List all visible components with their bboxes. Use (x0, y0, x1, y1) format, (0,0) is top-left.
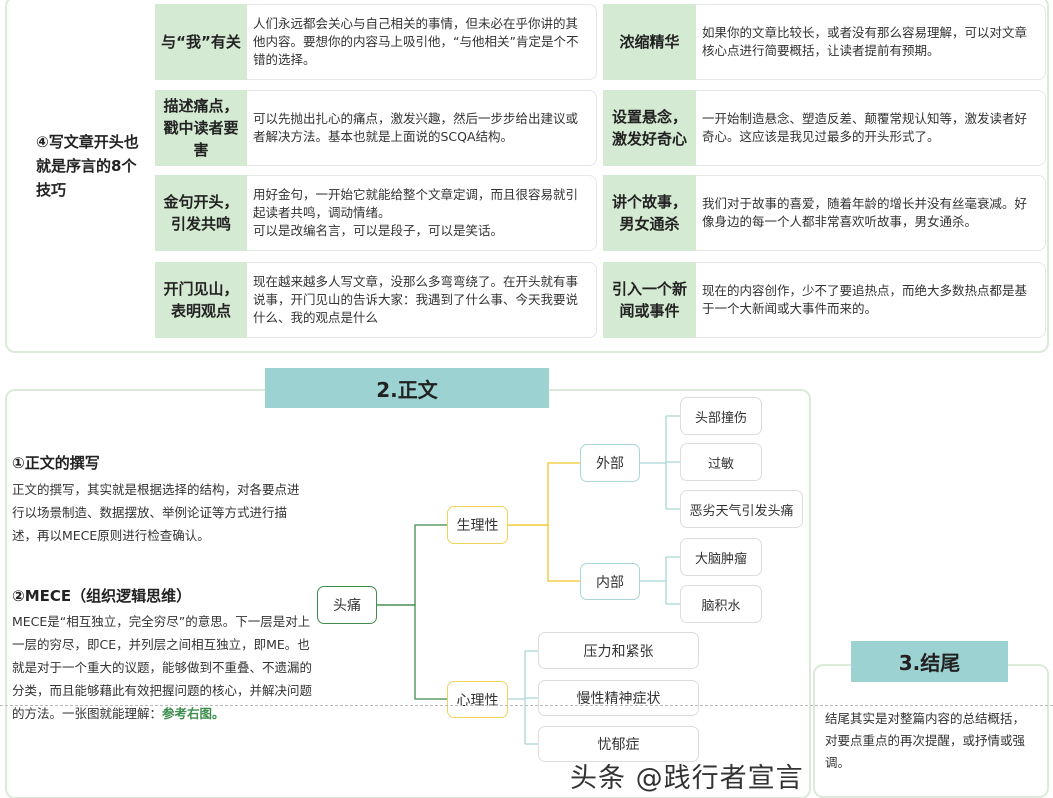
body-writing-heading: ①正文的撰写 (12, 454, 100, 472)
connector-external-leaves (640, 415, 680, 510)
tip-text: 一开始制造悬念、塑造反差、颠覆常规认知等，激发读者好奇心。这应该是我见过最多的开… (696, 90, 1046, 166)
ending-panel (813, 664, 1049, 798)
leaf-head-injury: 头部撞伤 (680, 397, 762, 435)
tip-label: 描述痛点，戳中读者要害 (155, 90, 247, 166)
leaf-hydrocephalus: 脑积水 (680, 585, 762, 623)
body-writing-text: 正文的撰写，其实就是根据选择的结构，对各要点进行以场景制造、数据摆放、举例论证等… (12, 482, 300, 543)
mece-heading: ②MECE（组织逻辑思维） (12, 587, 192, 605)
tip-label: 开门见山，表明观点 (155, 262, 247, 338)
see-right-figure-link: 参考右图。 (162, 706, 225, 721)
connector-root-psych (377, 604, 447, 700)
tip-text: 我们对于故事的喜爱，随着年龄的增长并没有丝毫衰减。好像身边的每一个人都非常喜欢听… (696, 175, 1046, 251)
tip-label: 与“我”有关 (155, 4, 247, 80)
tip-label: 引入一个新闻或事件 (603, 262, 696, 338)
tip-label: 讲个故事，男女通杀 (603, 175, 696, 251)
tip-text: 现在的内容创作，少不了要追热点，而绝大多数热点都是基于一个大新闻或大事件而来的。 (696, 262, 1046, 338)
tip-text: 如果你的文章比较长，或者没有那么容易理解，可以对文章核心点进行简要概括，让读者提… (696, 4, 1046, 80)
connector-physio-internal (508, 524, 580, 582)
connector-psych-leaves (508, 650, 538, 745)
opening-tips-title: ④写文章开头也就是序言的8个技巧 (36, 133, 139, 199)
node-internal: 内部 (580, 563, 640, 600)
connector-internal-leaves (640, 556, 680, 605)
leaf-stress: 压力和紧张 (538, 632, 699, 669)
node-external: 外部 (580, 444, 640, 482)
ending-text: 结尾其实是对整篇内容的总结概括，对要点重点的再次提醒，或抒情或强调。 (825, 711, 1026, 770)
tip-label: 金句开头，引发共鸣 (155, 175, 247, 251)
leaf-depression: 忧郁症 (538, 726, 699, 762)
page-break-divider (0, 705, 1053, 706)
tip-text: 可以先抛出扎心的痛点，激发兴趣，然后一步步给出建议或者解决方法。基本也就是上面说… (247, 90, 597, 166)
ending-section-header: 3.结尾 (851, 641, 1008, 682)
mece-text: MECE是“相互独立，完全穷尽”的意思。下一层是对上一层的穷尽，即CE，并列层之… (12, 610, 312, 725)
node-psychological: 心理性 (447, 681, 508, 718)
tip-label: 设置悬念，激发好奇心 (603, 90, 696, 166)
body-section-header: 2.正文 (265, 368, 549, 408)
mece-text-body: MECE是“相互独立，完全穷尽”的意思。下一层是对上一层的穷尽，即CE，并列层之… (12, 614, 313, 721)
node-headache: 头痛 (317, 586, 377, 624)
leaf-brain-tumor: 大脑肿瘤 (680, 538, 762, 576)
connector-root-physio (377, 524, 447, 606)
leaf-bad-weather: 恶劣天气引发头痛 (680, 490, 803, 528)
watermark: 头条 @践行者宣言 (570, 763, 804, 794)
tip-text: 人们永远都会关心与自己相关的事情，但未必在乎你讲的其他内容。要想你的内容马上吸引… (247, 4, 597, 80)
tip-label: 浓缩精华 (603, 4, 696, 80)
leaf-chronic-mental: 慢性精神症状 (538, 680, 699, 716)
connector-physio-external (508, 462, 580, 526)
leaf-allergy: 过敏 (680, 443, 762, 481)
node-physiological: 生理性 (447, 506, 508, 544)
tip-text: 现在越来越多人写文章，没那么多弯弯绕了。在开头就有事说事，开门见山的告诉大家：我… (247, 262, 597, 338)
tip-text: 用好金句，一开始它就能给整个文章定调，而且很容易就引起读者共鸣，调动情绪。 可以… (247, 175, 597, 251)
